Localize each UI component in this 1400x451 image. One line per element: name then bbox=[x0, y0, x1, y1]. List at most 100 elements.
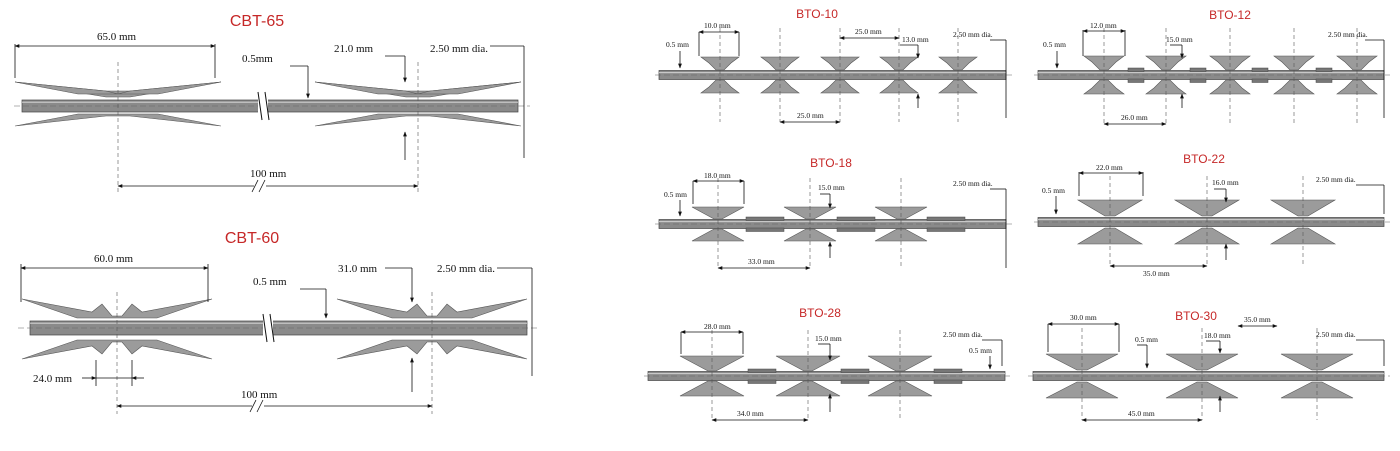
bto-10-title: BTO-10 bbox=[796, 7, 838, 21]
bto-12-title: BTO-12 bbox=[1209, 8, 1251, 22]
bto-12-link-1-tab-top bbox=[1189, 67, 1207, 72]
cbt-60-blade_length-label: 60.0 mm bbox=[94, 253, 134, 265]
cbt-65-blade_length-label: 65.0 mm bbox=[97, 31, 137, 43]
bto-12-spacing-label: 26.0 mm bbox=[1121, 113, 1148, 122]
break-gap bbox=[252, 400, 264, 412]
cbt-65-blade-right-upper-fill bbox=[314, 81, 522, 95]
bto-10-spacing_top-label: 25.0 mm bbox=[855, 27, 882, 36]
bto-30-thickness-label: 0.5 mm bbox=[1135, 335, 1158, 344]
bto-10-thickness-label: 0.5 mm bbox=[666, 40, 689, 49]
bto-12-link-2-tab-bottom bbox=[1251, 78, 1269, 83]
bto-30-blade-1-upper bbox=[1165, 353, 1239, 371]
bto-10-spacing_bottom-label: 25.0 mm bbox=[797, 111, 824, 120]
bto-18-thickness-label: 0.5 mm bbox=[664, 190, 687, 199]
bto-12-blade_length-label: 12.0 mm bbox=[1090, 21, 1117, 30]
bto-22-title: BTO-22 bbox=[1183, 152, 1225, 166]
bto-18-link-1-tab-bottom bbox=[836, 227, 876, 232]
cbt-60-blade_width-label: 31.0 mm bbox=[338, 263, 378, 275]
bto-12-blade_width-label: 15.0 mm bbox=[1166, 35, 1193, 44]
bto-30-title: BTO-30 bbox=[1175, 309, 1217, 323]
bto-12-link-2-tab-top bbox=[1251, 67, 1269, 72]
bto-10-blade_length-label: 10.0 mm bbox=[704, 21, 731, 30]
cbt-60-thickness-label: 0.5 mm bbox=[253, 276, 287, 288]
bto-30-blade-0-upper bbox=[1045, 353, 1119, 371]
cbt-60-spacing-label: 100 mm bbox=[241, 389, 278, 401]
cbt-65-blade-right-lower bbox=[314, 113, 522, 127]
bto-28-thickness-label: 0.5 mm bbox=[969, 346, 992, 355]
bto-18-core_dia-label: 2.50 mm dia. bbox=[953, 179, 993, 188]
drawing-layer bbox=[14, 28, 1390, 422]
bto-12-thickness-label: 0.5 mm bbox=[1043, 40, 1066, 49]
dimension-line bbox=[256, 399, 264, 413]
bto-30-blade-1-lower bbox=[1165, 381, 1239, 399]
bto-30-spacing_bottom-label: 45.0 mm bbox=[1128, 409, 1155, 418]
bto-18-link-0-tab-bottom bbox=[745, 227, 785, 232]
break-mark bbox=[257, 91, 263, 121]
cbt-60-title: CBT-60 bbox=[225, 230, 279, 247]
bto-22-thickness-label: 0.5 mm bbox=[1042, 186, 1065, 195]
bto-28-blade-1-upper bbox=[775, 355, 841, 372]
bto-28-link-1-tab-top bbox=[840, 368, 870, 373]
bto-28-link-2-tab-bottom bbox=[933, 379, 963, 384]
bto-22-core_dia-label: 2.50 mm dia. bbox=[1316, 175, 1356, 184]
bto-12-link-3-tab-bottom bbox=[1315, 78, 1333, 83]
break-gap bbox=[263, 314, 273, 342]
cbt-60-blade-right-upper bbox=[336, 298, 528, 319]
break-gap bbox=[258, 92, 268, 120]
bto-30-core_dia-label: 2.50 mm dia. bbox=[1316, 330, 1356, 339]
cbt-65-title: CBT-65 bbox=[230, 13, 284, 30]
bto-12-core_dia-label: 2.50 mm dia. bbox=[1328, 30, 1368, 39]
dimension-line bbox=[249, 399, 257, 413]
bto-12-link-0-tab-top bbox=[1127, 67, 1145, 72]
bto-30-blade_width-label: 18.0 mm bbox=[1204, 331, 1231, 340]
cbt-60-core_dia-label: 2.50 mm dia. bbox=[437, 263, 495, 275]
bto-22-blade_length-label: 22.0 mm bbox=[1096, 163, 1123, 172]
bto-18-blade_length-label: 18.0 mm bbox=[704, 171, 731, 180]
bto-28-blade-2-upper bbox=[867, 355, 933, 372]
bto-28-spacing-label: 34.0 mm bbox=[737, 409, 764, 418]
cbt-65-blade-left-upper-fill bbox=[14, 81, 222, 95]
bto-28-link-0-tab-bottom bbox=[747, 379, 777, 384]
bto-28-link-2-tab-top bbox=[933, 368, 963, 373]
bto-28-blade-0-upper bbox=[679, 355, 745, 372]
cbt-65-spacing-label: 100 mm bbox=[250, 168, 287, 180]
cbt-60-blade-left-upper bbox=[21, 298, 213, 319]
cbt-65-core_dia-label: 2.50 mm dia. bbox=[430, 43, 488, 55]
cbt-60-blade-left-lower bbox=[21, 339, 213, 360]
bto-28-blade_length-label: 28.0 mm bbox=[704, 322, 731, 331]
bto-12-link-0-tab-bottom bbox=[1127, 78, 1145, 83]
break-mark bbox=[262, 313, 268, 343]
bto-30-blade-2-lower bbox=[1280, 381, 1354, 399]
bto-12-link-3-tab-top bbox=[1315, 67, 1333, 72]
dimension-line bbox=[258, 179, 266, 193]
bto-28-link-1-tab-bottom bbox=[840, 379, 870, 384]
bto-30-blade_length-label: 30.0 mm bbox=[1070, 313, 1097, 322]
bto-22-blade_width-label: 16.0 mm bbox=[1212, 178, 1239, 187]
bto-28-core_dia-label: 2.50 mm dia. bbox=[943, 330, 983, 339]
bto-22-spacing-label: 35.0 mm bbox=[1143, 269, 1170, 278]
break-mark bbox=[264, 91, 270, 121]
bto-18-title: BTO-18 bbox=[810, 156, 852, 170]
bto-12-link-1-tab-bottom bbox=[1189, 78, 1207, 83]
bto-18-link-2-tab-top bbox=[926, 216, 966, 221]
bto-18-blade_width-label: 15.0 mm bbox=[818, 183, 845, 192]
cbt-60-barb_gap-label: 24.0 mm bbox=[33, 373, 73, 385]
bto-28-blade_width-label: 15.0 mm bbox=[815, 334, 842, 343]
dimension-line bbox=[251, 179, 259, 193]
cbt-65-thickness-label: 0.5mm bbox=[242, 53, 273, 65]
bto-10-core_dia-label: 2.50 mm dia. bbox=[953, 30, 993, 39]
cbt-65-blade-left-lower bbox=[14, 113, 222, 127]
bto-10-blade_width-label: 13.0 mm bbox=[902, 35, 929, 44]
bto-18-link-0-tab-top bbox=[745, 216, 785, 221]
cbt-60-blade-right-lower bbox=[336, 339, 528, 360]
bto-18-spacing-label: 33.0 mm bbox=[748, 257, 775, 266]
bto-30-blade-0-lower bbox=[1045, 381, 1119, 399]
bto-18-link-1-tab-top bbox=[836, 216, 876, 221]
break-gap bbox=[254, 180, 266, 192]
bto-28-link-0-tab-top bbox=[747, 368, 777, 373]
bto-28-title: BTO-28 bbox=[799, 306, 841, 320]
break-mark bbox=[269, 313, 275, 343]
